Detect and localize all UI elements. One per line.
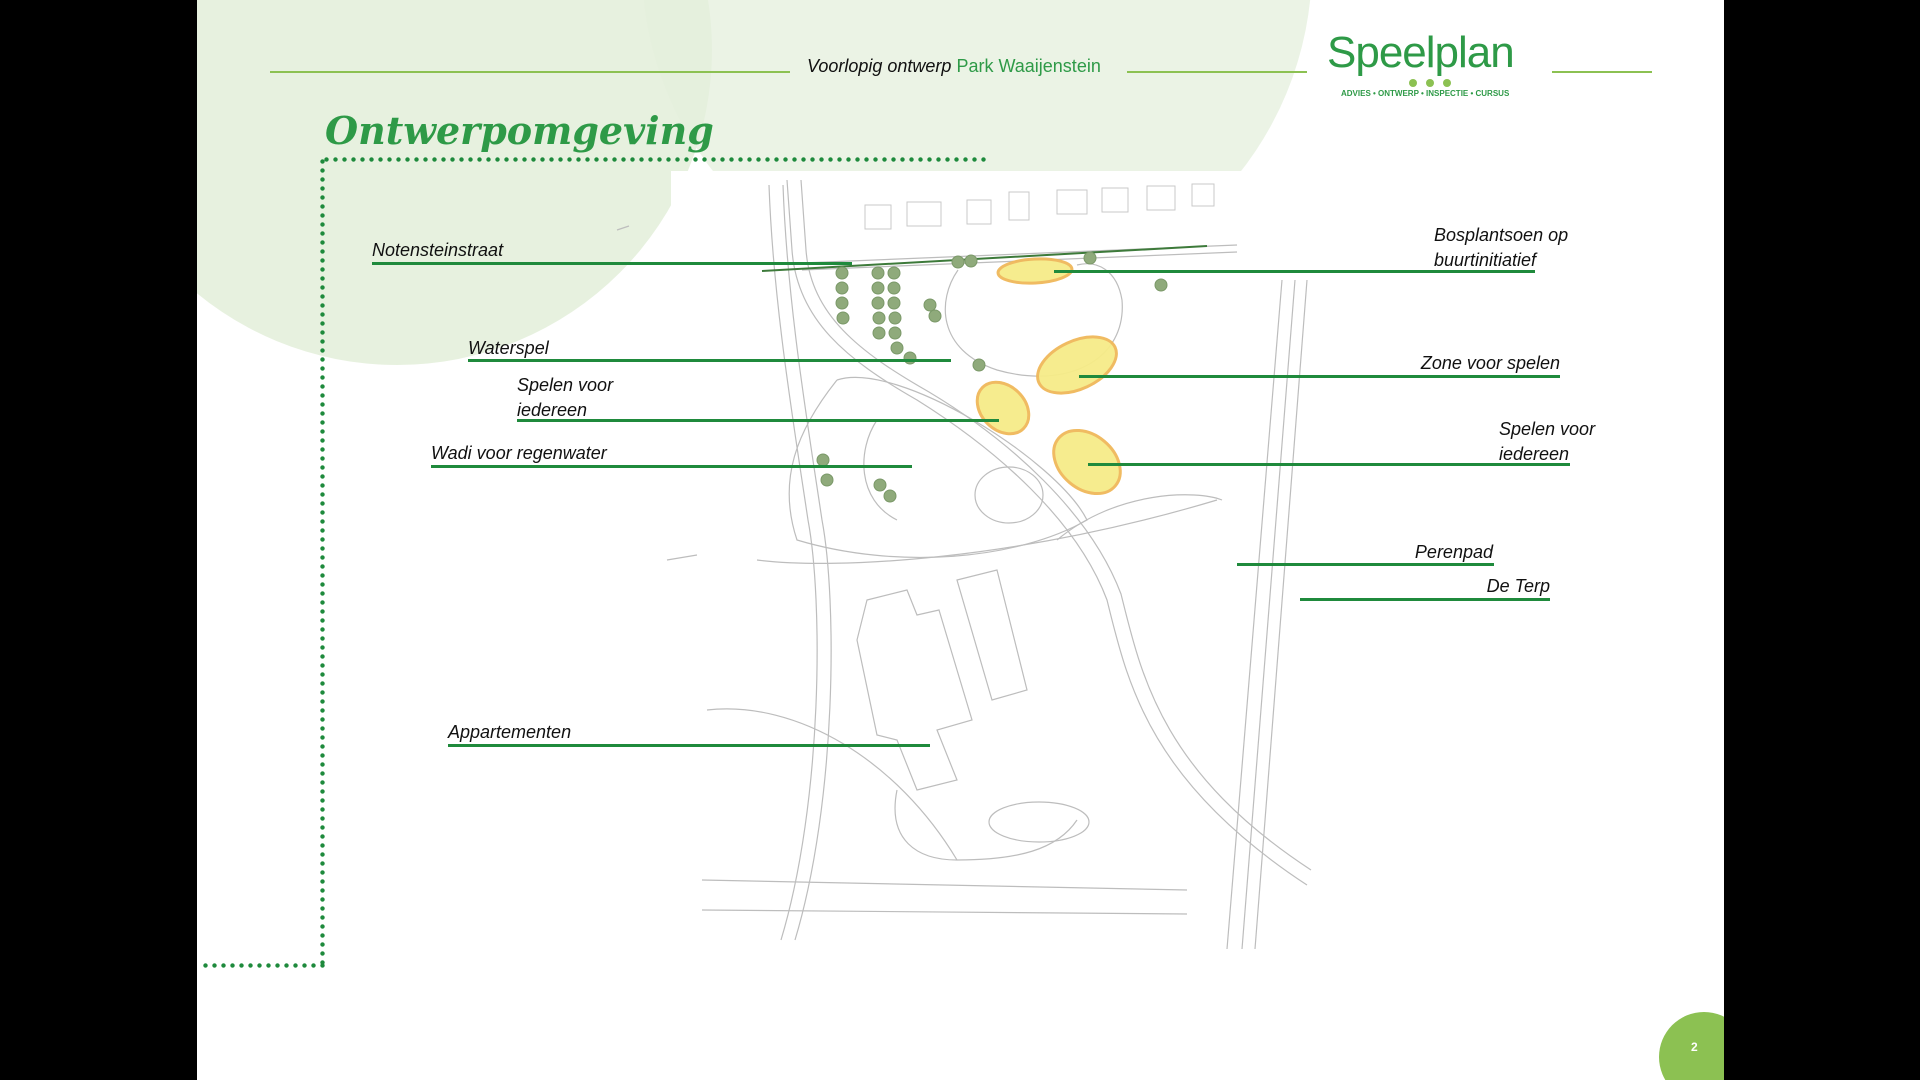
- logo-word: Speelplan: [1327, 28, 1515, 77]
- leader-bosplantsoen: [1054, 270, 1535, 273]
- leader-waterspel: [468, 359, 951, 362]
- play-zone-zone-voor-spelen: [1036, 335, 1118, 395]
- label-bosplantsoen: Bosplantsoen op buurtinitiatief: [1434, 223, 1568, 273]
- label-notensteinstraat: Notensteinstraat: [372, 240, 504, 260]
- tree-icon: [887, 266, 901, 280]
- label-wadi: Wadi voor regenwater: [431, 443, 607, 463]
- leader-de-terp: [1300, 598, 1550, 601]
- play-zone-bosplantsoen: [996, 257, 1074, 285]
- map-lines: [616, 179, 1312, 950]
- tree-icon: [1083, 251, 1097, 265]
- play-zone-spelen-rechts: [1052, 428, 1122, 496]
- tree-icon: [928, 309, 942, 323]
- tree-icon: [972, 358, 986, 372]
- dotted-rule-top: [322, 157, 987, 162]
- logo-tagline: ADVIES • ONTWERP • INSPECTIE • CURSUS: [1341, 89, 1510, 98]
- play-zones: [975, 257, 1122, 496]
- page-number: 2: [1691, 1040, 1698, 1054]
- document-title: Voorlopig ontwerp Park Waaijenstein: [807, 56, 1101, 77]
- label-waterspel: Waterspel: [468, 338, 549, 358]
- leader-appartementen: [448, 744, 930, 747]
- leader-notensteinstraat: [372, 262, 852, 265]
- tree-icon: [903, 351, 917, 365]
- label-perenpad: Perenpad: [1414, 542, 1493, 562]
- speelplan-logo: Speelplan ADVIES • ONTWERP • INSPECTIE •…: [1327, 28, 1527, 103]
- tree-icon: [871, 281, 885, 295]
- tree-icon: [887, 296, 901, 310]
- tree-icon: [923, 298, 937, 312]
- header-rule-right: [1552, 71, 1652, 73]
- tree-icon: [820, 473, 834, 487]
- label-line-1: Bosplantsoen op: [1434, 225, 1569, 245]
- doc-title-prefix: Voorlopig ontwerp: [807, 56, 952, 76]
- tree-icon: [964, 254, 978, 268]
- label-line-2: iedereen: [517, 400, 588, 420]
- tree-icon: [871, 266, 885, 280]
- tree-icon: [883, 489, 897, 503]
- leader-spelen-rechts: [1088, 463, 1570, 466]
- page-title: Ontwerpomgeving: [325, 108, 714, 153]
- label-spelen-rechts: Spelen voor iedereen: [1499, 417, 1595, 467]
- dotted-rule-vertical: [320, 157, 325, 969]
- project-name: Park Waaijenstein: [956, 56, 1101, 76]
- tree-icon: [835, 281, 849, 295]
- houses: [864, 183, 1215, 230]
- leader-zone-voor-spelen: [1079, 375, 1560, 378]
- tree-icon: [836, 311, 850, 325]
- header-rule-mid: [1127, 71, 1307, 73]
- tree-icon: [888, 311, 902, 325]
- label-line-1: Spelen voor: [517, 375, 614, 395]
- tree-icon: [888, 326, 902, 340]
- leader-perenpad: [1237, 563, 1494, 566]
- dotted-rule-bottom: [201, 963, 325, 968]
- label-line-2: iedereen: [1499, 444, 1570, 464]
- tree-icon: [873, 478, 887, 492]
- header-rule-left: [270, 71, 790, 73]
- trees: [816, 251, 1168, 503]
- leader-wadi: [431, 465, 912, 468]
- label-zone-voor-spelen: Zone voor spelen: [1420, 353, 1560, 373]
- park-map: [616, 179, 1312, 950]
- tree-icon: [887, 281, 901, 295]
- tree-icon: [872, 326, 886, 340]
- label-de-terp: De Terp: [1486, 576, 1550, 596]
- tree-icon: [835, 266, 849, 280]
- tree-icon: [872, 311, 886, 325]
- label-line-2: buurtinitiatief: [1434, 250, 1537, 270]
- tree-icon: [1154, 278, 1168, 292]
- slide: Voorlopig ontwerp Park Waaijenstein Spee…: [197, 0, 1724, 1080]
- label-spelen-links: Spelen voor iedereen: [517, 373, 613, 423]
- leader-spelen-links: [517, 419, 999, 422]
- tree-icon: [835, 296, 849, 310]
- label-appartementen: Appartementen: [448, 722, 572, 742]
- label-line-1: Spelen voor: [1499, 419, 1596, 439]
- play-zone-spelen-links: [975, 380, 1031, 436]
- tree-icon: [951, 255, 965, 269]
- tree-icon: [890, 341, 904, 355]
- map-area: [671, 171, 1316, 951]
- tree-icon: [871, 296, 885, 310]
